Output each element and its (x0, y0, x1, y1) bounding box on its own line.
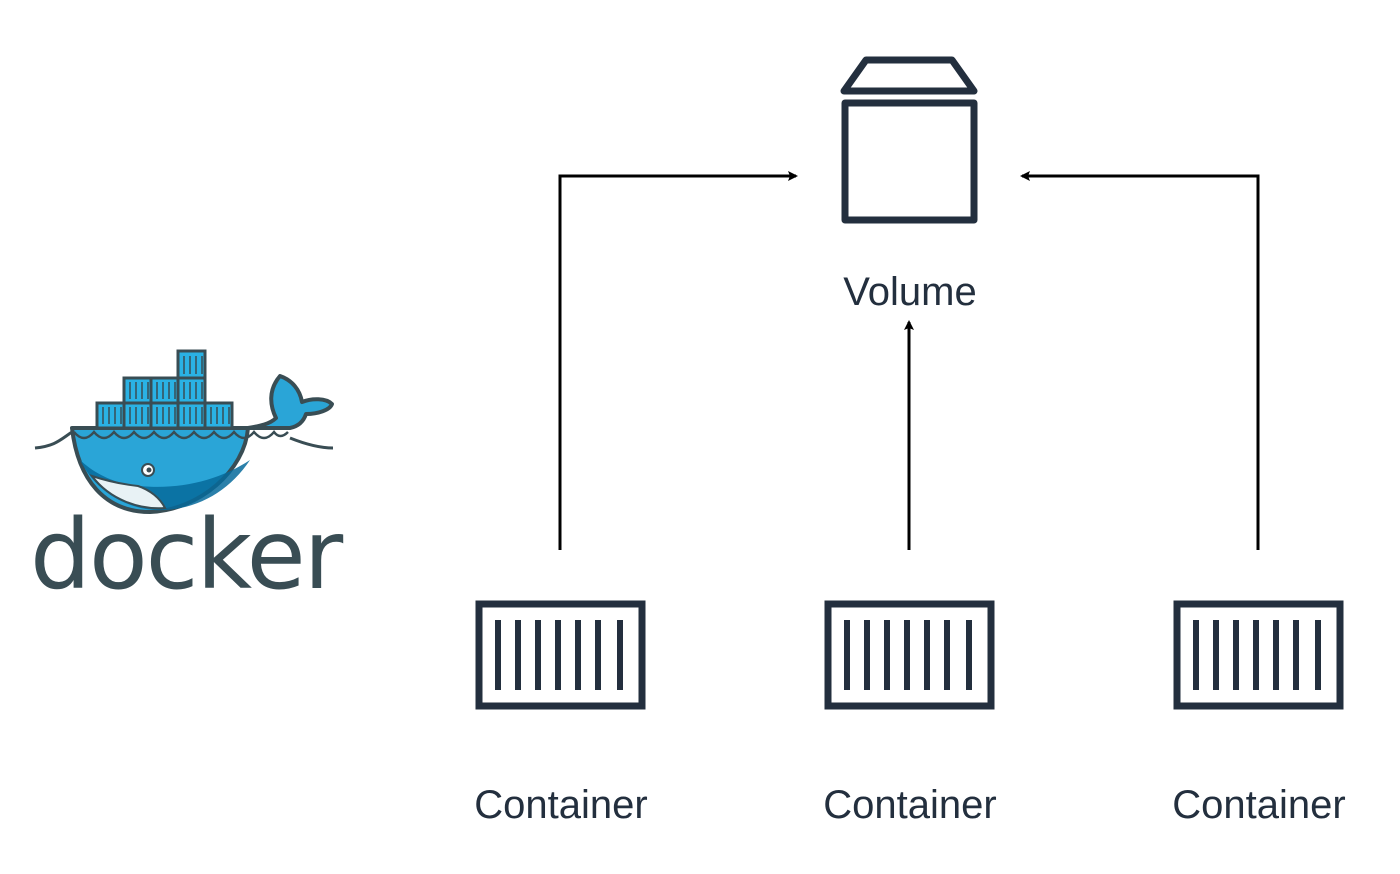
docker-whale-logo (34, 349, 334, 514)
container-label-2: Container (823, 783, 997, 827)
container-icon-2 (824, 600, 995, 710)
container-icon-1 (475, 600, 646, 710)
volume-label: Volume (843, 270, 977, 314)
container-label-3: Container (1172, 783, 1346, 827)
container-icon-3 (1173, 600, 1344, 710)
container-label-1: Container (474, 783, 648, 827)
arrow-right-to-volume (1020, 171, 1260, 550)
volume-icon (840, 56, 978, 224)
docker-wordmark: docker (30, 499, 343, 611)
arrow-left-to-volume (558, 171, 798, 550)
